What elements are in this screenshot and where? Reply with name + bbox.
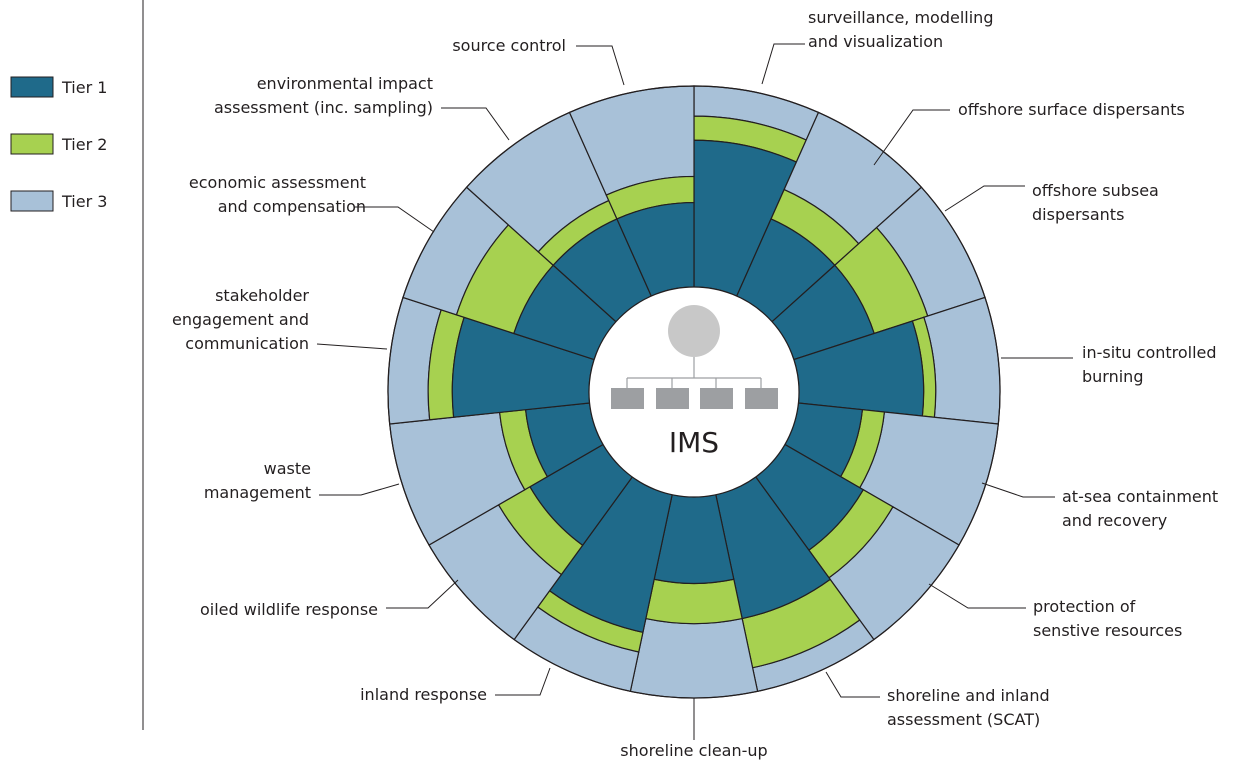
segment-label: offshore subsea dispersants: [944, 181, 1159, 224]
segment-label-line: offshore subsea: [1032, 181, 1159, 200]
segment: [754, 443, 960, 641]
leader-line: [316, 343, 388, 350]
segment-label-line: and recovery: [1062, 511, 1167, 530]
leader-line: [319, 483, 400, 496]
tier-3-wedge: [629, 617, 759, 699]
segment: [693, 85, 820, 297]
segment-label-line: assessment (SCAT): [887, 710, 1040, 729]
segment-label: surveillance, modelling and visualizatio…: [761, 8, 993, 85]
segment-label-line: protection of: [1033, 597, 1136, 616]
segment-label-line: in-situ controlled: [1082, 343, 1217, 362]
segment-label-line: stakeholder: [215, 286, 309, 305]
ims-label: IMS: [669, 426, 719, 459]
tier-wedges: [387, 85, 1001, 699]
org-chart-box: [611, 388, 644, 409]
tier-2-wedge: [645, 578, 743, 625]
segment-label: environmental impact assessment (inc. sam…: [214, 74, 510, 141]
segment-label: source control: [452, 36, 625, 86]
segment-label-line: economic assessment: [189, 173, 366, 192]
segment-label: oiled wildlife response: [200, 579, 459, 619]
segment-label: offshore surface dispersants: [873, 100, 1185, 166]
org-chart-box: [700, 388, 733, 409]
legend-label-tier-3: Tier 3: [61, 192, 107, 211]
segment: [389, 402, 604, 546]
legend-swatch-tier-3: [10, 190, 54, 212]
leader-line: [495, 667, 551, 696]
segment: [771, 186, 986, 361]
segment-label: shoreline clean-up: [620, 698, 768, 760]
segment-label-line: burning: [1082, 367, 1143, 386]
segment-label-line: offshore surface dispersants: [958, 100, 1185, 119]
segment: [428, 443, 634, 641]
segment-label-line: and visualization: [808, 32, 943, 51]
segment: [793, 296, 1001, 425]
leader-line: [944, 185, 1025, 212]
leader-line: [441, 107, 510, 141]
segment-label: inland response: [360, 667, 551, 704]
segment-label-line: senstive resources: [1033, 621, 1182, 640]
leader-line: [928, 583, 1026, 609]
segment-label-line: management: [204, 483, 311, 502]
segment-label: shoreline and inland assessment (SCAT): [825, 671, 1050, 729]
leader-line: [354, 206, 435, 233]
segment: [568, 85, 695, 297]
segment-label-line: inland response: [360, 685, 487, 704]
segment-label-line: waste: [264, 459, 311, 478]
segment-label-line: and compensation: [218, 197, 366, 216]
legend-item-tier-3: Tier 3: [10, 190, 107, 212]
legend-item-tier-2: Tier 2: [10, 133, 107, 155]
leader-line: [761, 43, 805, 85]
leader-line: [981, 482, 1055, 498]
capability-labels: surveillance, modelling and visualizatio…: [172, 8, 1218, 760]
segment-label-line: shoreline and inland: [887, 686, 1050, 705]
segment-label-line: communication: [185, 334, 309, 353]
org-chart-icon: [611, 305, 778, 409]
segment-label-line: oiled wildlife response: [200, 600, 378, 619]
segment-label-line: source control: [452, 36, 566, 55]
segment-label-line: shoreline clean-up: [620, 741, 767, 760]
segment-label: economic assessment and compensation: [189, 173, 435, 233]
legend-swatch-tier-2: [10, 133, 54, 155]
segment: [629, 493, 759, 699]
segment-label: in-situ controlled burning: [1001, 343, 1217, 386]
leader-line: [386, 579, 459, 609]
segment-label-line: engagement and: [172, 310, 309, 329]
segment-label-line: assessment (inc. sampling): [214, 98, 433, 117]
leader-line: [873, 109, 950, 166]
segment-label-line: at-sea containment: [1062, 487, 1218, 506]
ims-center: IMS: [588, 286, 800, 498]
org-chart-head: [668, 305, 720, 357]
segment-label: waste management: [204, 459, 400, 502]
leader-line: [825, 671, 880, 698]
segment-label: protection of senstive resources: [928, 583, 1182, 640]
legend-label-tier-2: Tier 2: [61, 135, 107, 154]
segment-label-line: environmental impact: [257, 74, 433, 93]
segment: [465, 111, 653, 323]
segment-label: stakeholder engagement and communication: [172, 286, 388, 353]
segment-label: at-sea containment and recovery: [981, 482, 1218, 530]
segment-label-line: dispersants: [1032, 205, 1124, 224]
segment-label-line: surveillance, modelling: [808, 8, 993, 27]
leader-line: [576, 45, 625, 86]
legend-item-tier-1: Tier 1: [10, 76, 107, 98]
legend-swatch-tier-1: [10, 76, 54, 98]
segment: [387, 296, 595, 425]
segment: [715, 476, 875, 693]
org-chart-box: [656, 388, 689, 409]
legend-label-tier-1: Tier 1: [61, 78, 107, 97]
org-chart-box: [745, 388, 778, 409]
legend: Tier 1 Tier 2 Tier 3: [10, 76, 107, 212]
center-circle: [588, 286, 800, 498]
